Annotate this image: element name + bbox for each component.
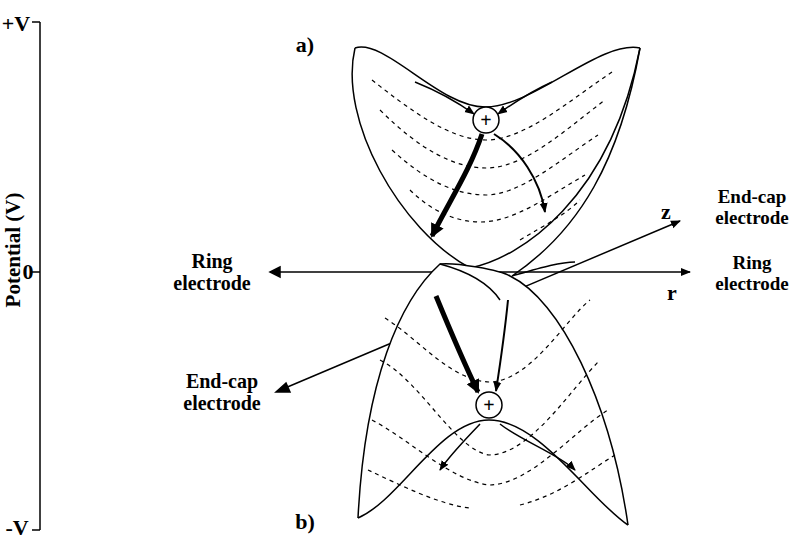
axis-name: r	[667, 281, 677, 305]
axis-min: -V	[5, 516, 28, 540]
electrode-label: End-cap electrode	[167, 370, 277, 414]
ion-circle: +	[472, 106, 500, 134]
electrode-label: Ring electrode	[707, 253, 797, 295]
axis-title: Potential (V)	[2, 193, 25, 308]
panel-label: a)	[296, 33, 314, 57]
axis-max: +V	[2, 12, 30, 36]
electrode-label: End-cap electrode	[705, 187, 800, 229]
charge-sign: +	[475, 391, 503, 419]
ion-circle: +	[475, 391, 503, 419]
panel-label: b)	[295, 510, 315, 534]
electrode-label: Ring electrode	[165, 250, 260, 294]
charge-sign: +	[472, 106, 500, 134]
axis-name: z	[661, 200, 671, 224]
